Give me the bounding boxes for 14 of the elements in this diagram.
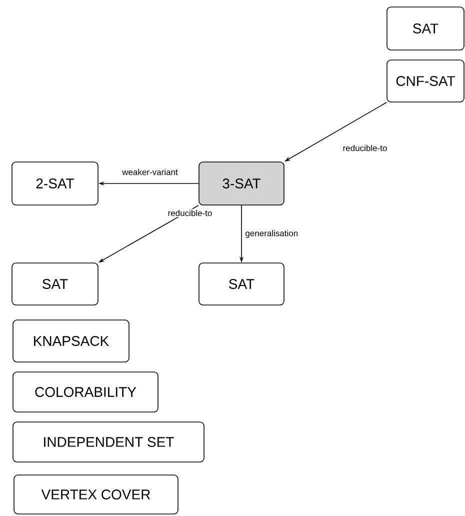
process-box: INDEPENDENT SET xyxy=(12,422,204,462)
process-box: SAT xyxy=(12,262,98,306)
process-box: CNF-SAT xyxy=(386,60,464,102)
edge-label: generalisation xyxy=(244,229,300,239)
process-box: SAT xyxy=(386,6,464,50)
process-box: 2-SAT xyxy=(12,162,98,206)
process-box: COLORABILITY xyxy=(12,372,158,412)
process-box: VERTEX COVER xyxy=(14,474,178,514)
edge-label: reducible-to xyxy=(342,144,388,152)
process-box: 3-SAT xyxy=(198,162,284,206)
process-box: SAT xyxy=(198,262,284,306)
process-box: KNAPSACK xyxy=(12,320,130,362)
edge-label: weaker-variant xyxy=(121,168,179,176)
edge-label: reducible-to xyxy=(166,208,214,218)
